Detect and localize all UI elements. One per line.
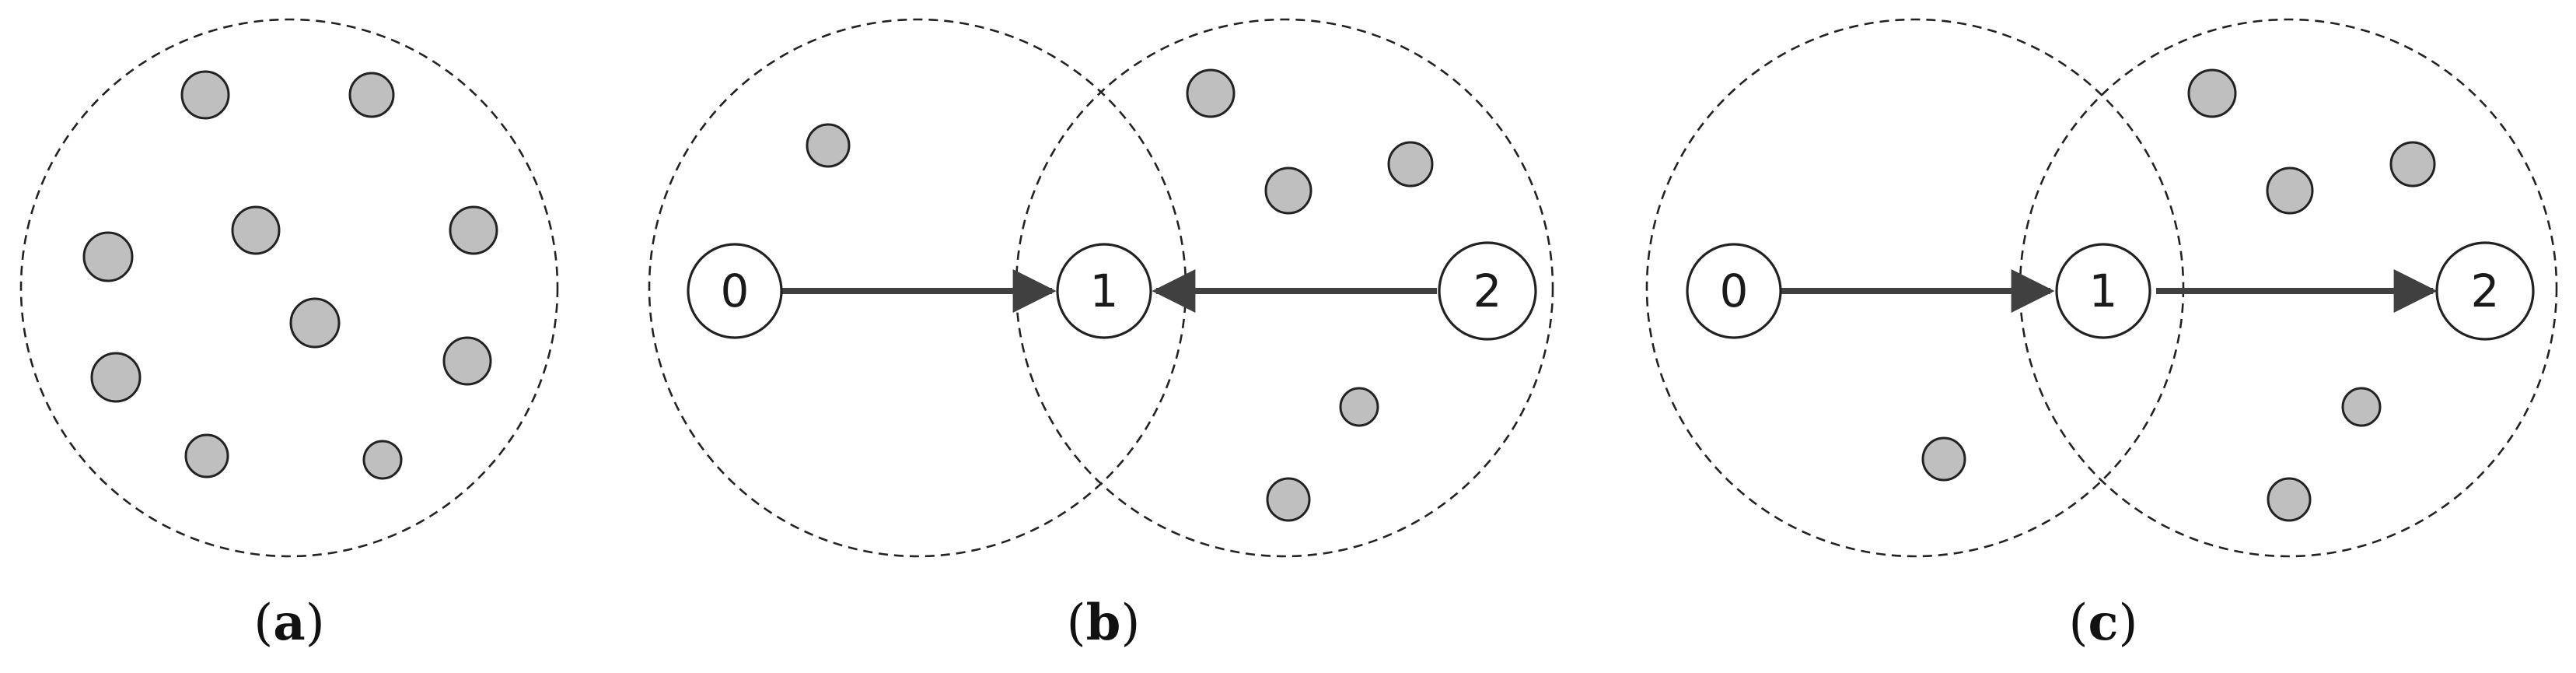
device-dot (289, 297, 341, 349)
device-dot (82, 231, 134, 282)
node-label: 0 (721, 265, 750, 317)
node-2: 2 (2435, 241, 2535, 341)
node-1: 1 (2055, 243, 2151, 339)
device-dot (806, 123, 851, 168)
device-dot (2267, 477, 2312, 522)
device-dot (180, 70, 230, 120)
caption-b: (b) (1067, 594, 1141, 652)
panel-b: 0 1 2 (b) (648, 18, 1554, 652)
device-dot (184, 433, 229, 478)
device-dot (348, 72, 395, 118)
device-dot (449, 205, 498, 255)
device-dot (1387, 141, 1434, 188)
device-dot (1264, 166, 1312, 215)
device-dot (1266, 477, 1311, 522)
device-dot (1186, 68, 1236, 118)
range-circle-a (19, 18, 559, 558)
node-label: 0 (1720, 265, 1749, 317)
node-label: 2 (1473, 265, 1502, 317)
device-dot (442, 336, 492, 386)
device-dot (2266, 166, 2314, 215)
node-0: 0 (1686, 243, 1782, 339)
panel-c: 0 1 2 (c) (1645, 18, 2558, 652)
node-0: 0 (687, 243, 783, 339)
node-label: 1 (2089, 265, 2118, 317)
caption-c: (c) (2069, 594, 2138, 652)
caption-a: (a) (253, 594, 324, 652)
device-dot (362, 440, 403, 480)
node-label: 1 (1090, 265, 1119, 317)
device-dot (90, 352, 142, 403)
panel-a: (a) (19, 18, 559, 652)
device-dot (2389, 141, 2436, 188)
node-2: 2 (1438, 241, 1537, 341)
node-1: 1 (1056, 243, 1152, 339)
node-label: 2 (2471, 265, 2500, 317)
device-dot (1339, 387, 1379, 427)
device-dot (231, 205, 281, 255)
device-dot (2187, 68, 2237, 118)
device-dot (2341, 387, 2382, 427)
device-dot (1921, 436, 1966, 482)
